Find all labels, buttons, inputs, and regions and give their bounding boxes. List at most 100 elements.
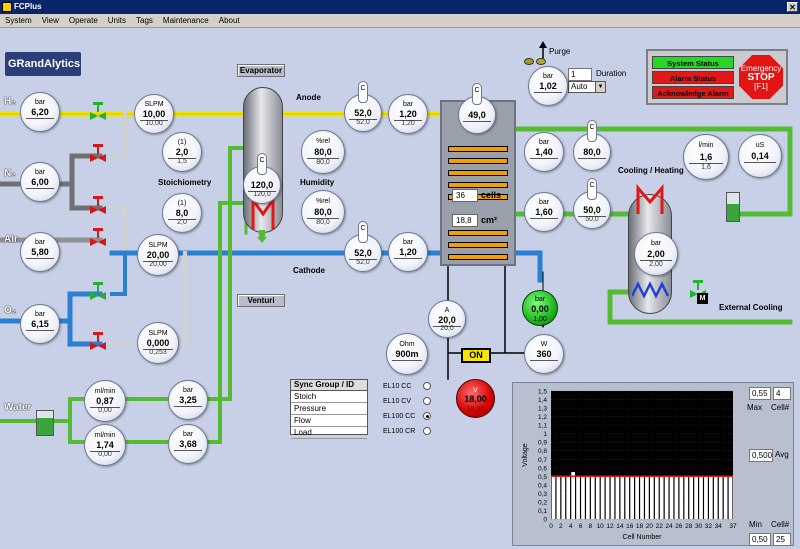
n2-anode-valve[interactable] xyxy=(90,144,106,162)
radio-el100-cc[interactable]: EL100 CC xyxy=(383,409,431,424)
venturi-button[interactable]: Venturi xyxy=(237,294,285,307)
radio-el10-cv[interactable]: EL10 CV xyxy=(383,394,431,409)
menu-about[interactable]: About xyxy=(218,16,240,25)
y-tick-label: 1,5 xyxy=(538,389,547,396)
y-tick-label: 0,2 xyxy=(538,499,547,506)
cell-voltage-bar xyxy=(595,476,600,519)
cell-voltage-bar xyxy=(586,476,590,519)
air-valve[interactable] xyxy=(90,228,106,246)
motor-indicator: M xyxy=(697,293,708,304)
chevron-down-icon[interactable]: ▼ xyxy=(595,82,605,92)
cells-count-input[interactable]: 36 xyxy=(452,189,478,202)
cell-voltage-bar xyxy=(704,476,708,519)
n2-cathode-valve[interactable] xyxy=(90,196,106,214)
y-tick-label: 0,8 xyxy=(538,448,547,455)
cooling-pipe xyxy=(515,126,793,217)
x-tick-label: 12 xyxy=(606,523,614,530)
x-tick-label: 16 xyxy=(626,523,634,530)
x-tick-label: 24 xyxy=(665,523,673,530)
cell-voltage-bar xyxy=(664,476,669,519)
acknowledge-alarm-button[interactable]: Acknowledge Alarm xyxy=(652,86,734,99)
y-tick-label: 0,1 xyxy=(538,508,547,515)
humidity-label: Humidity xyxy=(300,178,335,187)
max-cell-number: 4 xyxy=(773,387,791,400)
cell-voltage-bar xyxy=(674,476,679,519)
x-tick-label: 37 xyxy=(729,523,737,530)
alarm-status-indicator: Alarm Status xyxy=(652,71,734,84)
cell-voltage-bar xyxy=(709,476,713,519)
menu-maintenance[interactable]: Maintenance xyxy=(162,16,209,25)
x-tick-label: 8 xyxy=(589,523,593,530)
external-cooling-label: External Cooling xyxy=(719,303,783,312)
menu-operate[interactable]: Operate xyxy=(68,16,98,25)
x-tick-label: 0 xyxy=(549,523,553,530)
sync-group-table: Sync Group / ID Stoich Pressure Flow Loa… xyxy=(290,379,368,439)
evaporator-button[interactable]: Evaporator xyxy=(237,64,285,77)
cell-voltage-bar xyxy=(684,476,689,519)
sync-row-pressure[interactable]: Pressure xyxy=(291,403,367,415)
cell-voltage-bar xyxy=(556,476,561,519)
system-status-indicator: System Status xyxy=(652,56,734,69)
radio-el10-cc[interactable]: EL10 CC xyxy=(383,379,431,394)
cell-voltage-bar xyxy=(566,476,571,519)
water-tank xyxy=(36,410,54,436)
menu-view[interactable]: View xyxy=(41,16,59,25)
avg-label: Avg xyxy=(775,450,789,459)
load-on-button[interactable]: ON xyxy=(461,348,491,363)
x-tick-label: 22 xyxy=(656,523,664,530)
max-voltage-value: 0,55 xyxy=(749,387,771,400)
menu-tags[interactable]: Tags xyxy=(136,16,153,25)
cooling-coil-icon xyxy=(632,281,670,299)
x-tick-label: 18 xyxy=(636,523,644,530)
cell-area-input[interactable]: 18,8 xyxy=(452,214,478,227)
cell-voltage-bar xyxy=(713,476,718,519)
cells-label: cells xyxy=(481,190,502,200)
menu-system[interactable]: System xyxy=(5,16,32,25)
cell-voltage-bar xyxy=(728,476,733,519)
menu-units[interactable]: Units xyxy=(107,16,127,25)
close-button[interactable]: ✕ xyxy=(787,2,798,12)
o2-valve[interactable] xyxy=(90,282,106,300)
heater-icon xyxy=(251,196,275,230)
cell-voltage-bar xyxy=(689,476,694,519)
coolant-reservoir xyxy=(726,192,740,222)
o2-label: O₂ xyxy=(4,305,17,316)
purge-duration-input[interactable]: 1 xyxy=(568,68,592,81)
cell-voltage-bar xyxy=(561,476,566,519)
radio-el100-cr[interactable]: EL100 CR xyxy=(383,424,431,439)
o2-purge-valve[interactable] xyxy=(90,332,106,350)
menu-bar: System View Operate Units Tags Maintenance Abo… xyxy=(0,14,800,28)
sync-row-flow[interactable]: Flow xyxy=(291,415,367,427)
anode-label: Anode xyxy=(296,93,321,102)
cell-voltage-chart: 00,10,20,30,40,50,60,70,80,911,11,21,31,… xyxy=(522,389,737,542)
y-tick-label: 0,6 xyxy=(538,465,547,472)
avg-voltage-value: 0,500 xyxy=(749,449,773,462)
x-tick-label: 6 xyxy=(579,523,583,530)
sync-row-stoich[interactable]: Stoich xyxy=(291,391,367,403)
water-label: Water xyxy=(4,402,32,413)
sync-row-load[interactable]: Load xyxy=(291,427,367,439)
cell-voltage-bar xyxy=(635,476,639,519)
purge-mode-select[interactable]: Auto▼ xyxy=(568,81,606,93)
cell-voltage-bar xyxy=(718,476,723,519)
h2-valve[interactable] xyxy=(90,102,106,120)
min-cell-label: Cell# xyxy=(771,520,790,529)
status-panel: System Status Alarm Status Acknowledge A… xyxy=(646,49,788,105)
cathode-label: Cathode xyxy=(293,266,325,275)
cell-voltage-bar xyxy=(590,476,595,519)
